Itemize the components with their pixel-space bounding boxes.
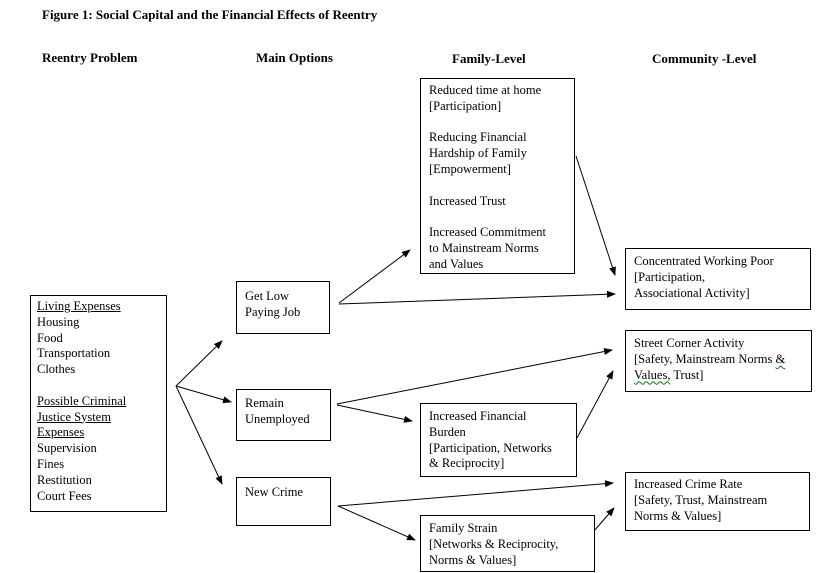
box-line: to Mainstream Norms — [429, 240, 539, 255]
box-line: Living Expenses — [37, 299, 121, 313]
box-line: Get Low — [245, 289, 290, 303]
box-line: [Safety, Mainstream Norms & — [634, 352, 803, 368]
arrow-family-effects-to-working-poor — [575, 155, 616, 276]
box-line: Possible Criminal — [37, 393, 127, 408]
box-increased-financial-burden: Increased Financial Burden [Participatio… — [420, 403, 577, 477]
box-line: Increased Crime Rate — [634, 477, 743, 491]
box-line: Clothes — [37, 362, 76, 377]
box-line: Increased Financial — [429, 409, 527, 423]
box-line: [Participation, — [634, 269, 706, 284]
box-line-text: [Safety, Mainstream Norms — [634, 351, 776, 366]
box-line: Paying Job — [245, 304, 301, 319]
box-line: Hardship of Family — [429, 146, 527, 161]
box-line: New Crime — [245, 485, 303, 499]
box-line: Burden — [429, 424, 466, 439]
column-header-reentry-problem: Reentry Problem — [42, 50, 138, 65]
box-line: Food — [37, 330, 63, 345]
box-new-crime: New Crime — [236, 477, 331, 526]
arrow-problem-to-getjob — [175, 340, 223, 387]
box-line: Family Strain — [429, 521, 498, 535]
box-street-corner-activity: Street Corner Activity [Safety, Mainstre… — [625, 330, 812, 392]
box-line: Norms & Values] — [634, 508, 722, 523]
box-line: Expenses — [37, 425, 85, 440]
column-header-main-options: Main Options — [256, 50, 333, 65]
box-line: Fines — [37, 456, 65, 471]
box-reentry-problem: Living Expenses Housing Food Transportat… — [30, 295, 167, 512]
box-line: Restitution — [37, 472, 92, 487]
spellcheck-flagged-text: Values, — [634, 367, 671, 382]
box-line: Associational Activity] — [634, 285, 750, 300]
box-line: Values, Trust] — [634, 368, 803, 384]
box-line: [Safety, Trust, Mainstream — [634, 492, 768, 507]
box-get-low-paying-job: Get Low Paying Job — [236, 281, 330, 334]
box-line: Reducing Financial — [429, 130, 527, 145]
box-line — [429, 115, 566, 131]
box-line: Remain — [245, 396, 284, 410]
box-line: [Empowerment] — [429, 161, 511, 176]
box-family-strain: Family Strain [Networks & Reciprocity, N… — [420, 515, 595, 572]
arrow-problem-to-newcrime — [175, 385, 223, 485]
arrow-getjob-to-working-poor — [338, 290, 616, 305]
box-line: Increased Trust — [429, 193, 506, 208]
box-line: Unemployed — [245, 411, 310, 426]
column-header-community-level: Community -Level — [652, 51, 757, 66]
box-line: Norms & Values] — [429, 552, 517, 567]
arrow-unemployed-to-burden — [336, 404, 413, 423]
box-remain-unemployed: Remain Unemployed — [236, 389, 331, 441]
arrow-newcrime-to-family-strain — [337, 505, 416, 541]
box-concentrated-working-poor: Concentrated Working Poor [Participation… — [625, 248, 811, 310]
box-line: [Networks & Reciprocity, — [429, 536, 559, 551]
figure-title: Figure 1: Social Capital and the Financi… — [42, 7, 378, 22]
spellcheck-flagged-text: & — [775, 351, 786, 366]
box-increased-crime-rate: Increased Crime Rate [Safety, Trust, Mai… — [625, 472, 810, 531]
box-line: Reduced time at home — [429, 83, 542, 97]
box-line: Housing — [37, 314, 80, 329]
box-family-reentry-effects: Reduced time at home [Participation] Red… — [420, 78, 575, 274]
box-line: Supervision — [37, 441, 97, 456]
box-line: Court Fees — [37, 488, 92, 503]
box-line: Street Corner Activity — [634, 336, 745, 350]
arrow-newcrime-to-crime-rate — [337, 480, 614, 507]
box-line — [37, 378, 160, 394]
box-line: Concentrated Working Poor — [634, 254, 774, 268]
arrow-problem-to-unemployed — [175, 385, 232, 404]
box-line — [429, 209, 566, 225]
box-line: Increased Commitment — [429, 225, 546, 240]
box-line: & Reciprocity] — [429, 456, 505, 471]
box-line: Transportation — [37, 346, 111, 361]
column-header-family-level: Family-Level — [452, 51, 526, 66]
arrow-family-strain-to-crime-rate — [593, 507, 615, 532]
box-line: Justice System — [37, 409, 111, 424]
box-line: [Participation, Networks — [429, 440, 552, 455]
arrow-getjob-to-family-effects — [338, 249, 411, 304]
box-line: [Participation] — [429, 98, 502, 113]
box-line — [429, 178, 566, 194]
box-line-text: Trust] — [670, 367, 704, 382]
arrow-burden-to-street-corner — [576, 370, 614, 439]
box-line: and Values — [429, 256, 484, 271]
arrow-unemployed-to-street-corner — [336, 348, 613, 405]
